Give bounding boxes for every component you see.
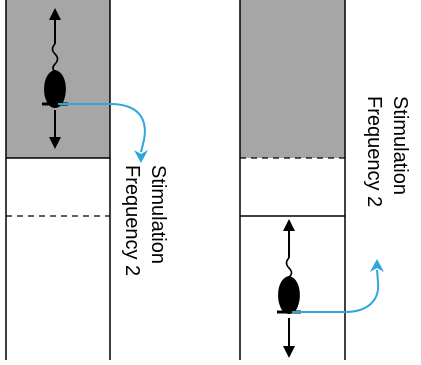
mouse-icon <box>278 276 300 314</box>
right-panel: Stimulation Frequency 2 <box>239 0 411 360</box>
left-label-line2: Frequency 2 <box>121 165 143 276</box>
cable-arrow-icon <box>134 150 148 163</box>
cable-line <box>58 103 146 153</box>
cable-arrow-icon <box>370 259 384 272</box>
right-mouse-group <box>277 219 301 358</box>
mouse-tail-icon <box>285 257 293 278</box>
left-cable <box>58 103 148 163</box>
right-label-line2: Frequency 2 <box>363 96 385 207</box>
left-label-line1: Stimulation <box>147 165 169 264</box>
right-cable <box>292 259 384 313</box>
cable-line <box>292 269 380 313</box>
right-shaded-zone <box>240 0 345 158</box>
mouse-tail-icon <box>51 43 59 73</box>
left-mouse-group <box>42 8 68 149</box>
right-label-line1: Stimulation <box>389 96 411 195</box>
left-panel: Stimulation Frequency 2 <box>5 0 169 360</box>
mouse-icon <box>44 70 66 108</box>
